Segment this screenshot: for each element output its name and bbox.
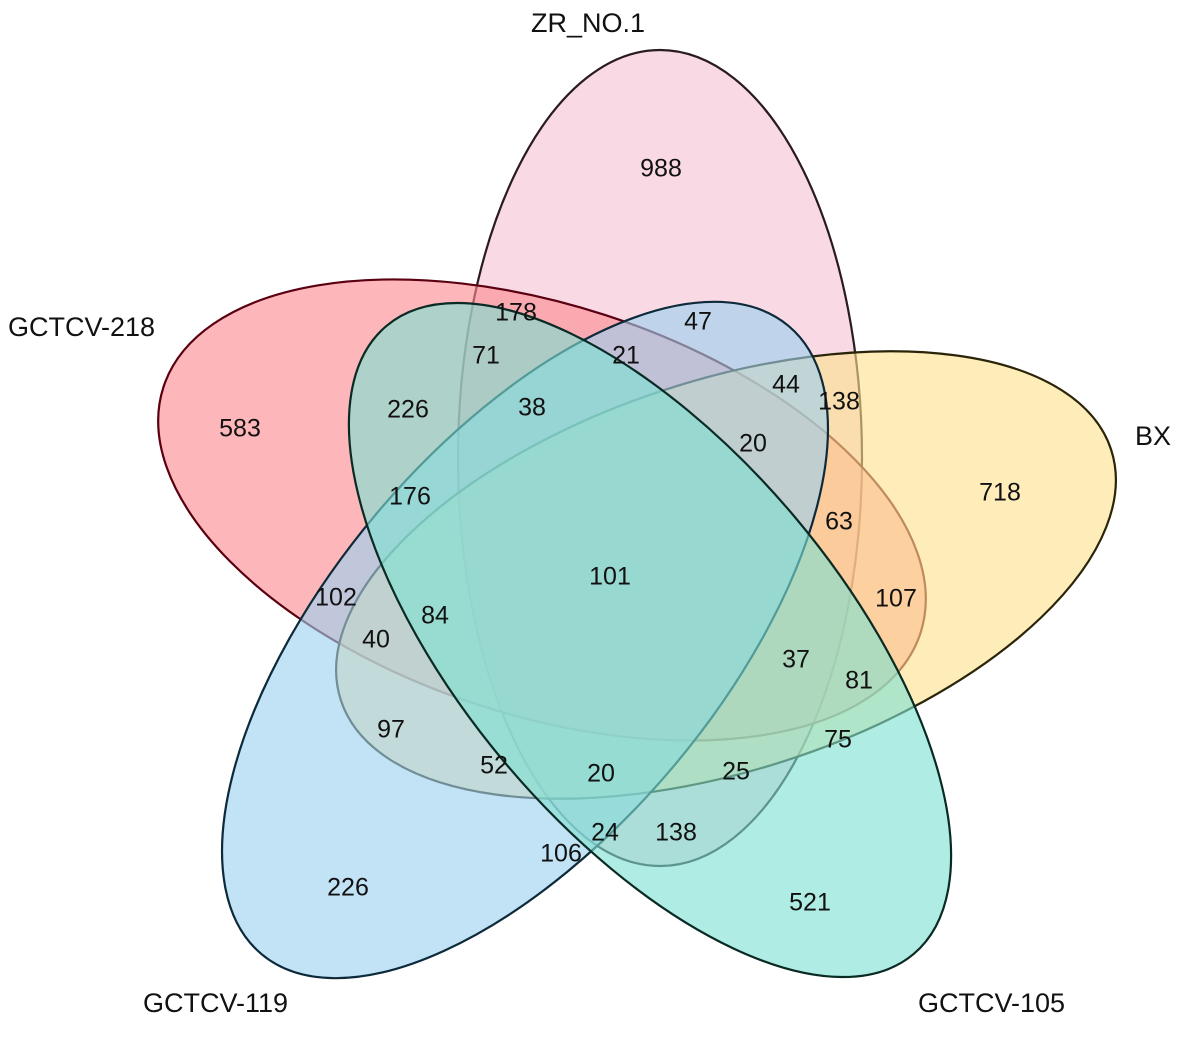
- region-counts: 988 583 718 226 521 178 47 71 21 44 138 …: [219, 155, 1021, 917]
- region-count: 47: [684, 308, 712, 336]
- region-count: 718: [979, 479, 1021, 507]
- region-count: 21: [612, 342, 640, 370]
- region-count: 521: [789, 889, 831, 917]
- region-count: 24: [591, 819, 619, 847]
- region-count: 84: [421, 602, 449, 630]
- ellipse-gctcv-105: [347, 301, 953, 979]
- set-ellipses: [157, 48, 1117, 980]
- region-count: 106: [540, 840, 582, 868]
- region-count: 40: [362, 626, 390, 654]
- set-label-gctcv-218: GCTCV-218: [8, 312, 155, 342]
- region-count: 138: [818, 388, 860, 416]
- region-count: 107: [875, 585, 917, 613]
- region-count: 583: [219, 415, 261, 443]
- set-label-zr-no1: ZR_NO.1: [531, 8, 645, 38]
- region-count: 101: [589, 563, 631, 591]
- region-count: 81: [845, 667, 873, 695]
- region-count: 63: [825, 508, 853, 536]
- region-count: 44: [772, 371, 800, 399]
- region-count: 97: [377, 716, 405, 744]
- region-count: 71: [472, 342, 500, 370]
- set-label-gctcv-105: GCTCV-105: [918, 988, 1065, 1018]
- region-count: 138: [655, 819, 697, 847]
- set-label-gctcv-119: GCTCV-119: [143, 988, 288, 1018]
- region-count: 20: [739, 430, 767, 458]
- region-count: 52: [480, 752, 508, 780]
- region-count: 20: [587, 760, 615, 788]
- region-count: 75: [824, 726, 852, 754]
- region-count: 37: [782, 646, 810, 674]
- region-count: 38: [518, 394, 546, 422]
- set-label-bx: BX: [1135, 421, 1171, 451]
- region-count: 226: [387, 396, 429, 424]
- region-count: 25: [722, 758, 750, 786]
- region-count: 178: [495, 299, 537, 327]
- region-count: 988: [640, 155, 682, 183]
- region-count: 226: [327, 874, 369, 902]
- region-count: 176: [389, 483, 431, 511]
- set-labels: ZR_NO.1 GCTCV-218 BX GCTCV-119 GCTCV-105: [8, 8, 1171, 1018]
- region-count: 102: [315, 584, 357, 612]
